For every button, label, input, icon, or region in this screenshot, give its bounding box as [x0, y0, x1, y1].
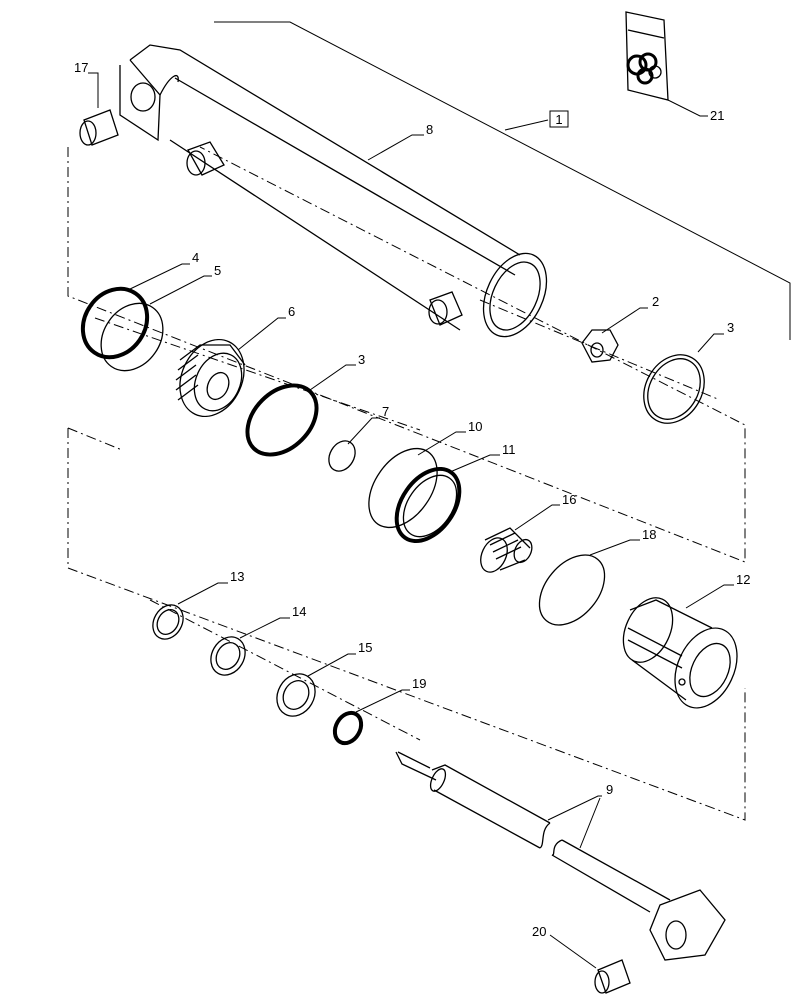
- callout-17: 17: [74, 60, 88, 75]
- axis-line-rod: [149, 599, 421, 741]
- assembly-bracket: [214, 21, 791, 340]
- cylinder-barrel: [119, 44, 548, 338]
- callout-8: 8: [426, 122, 433, 137]
- callout-10: 10: [468, 419, 482, 434]
- seal-14: [210, 636, 246, 676]
- o-ring-3-left: [245, 383, 319, 457]
- callout-11: 11: [502, 442, 516, 457]
- piston: [175, 338, 246, 418]
- o-ring-3-right-inner: [647, 358, 701, 420]
- callout-2: 2: [652, 294, 659, 309]
- o-ring-3-right: [643, 354, 705, 424]
- wiper-13-inner: [156, 609, 180, 635]
- seal-15-inner: [282, 680, 310, 710]
- bushing-17: [79, 109, 119, 146]
- callout-4: 4: [192, 250, 199, 265]
- callout-18: 18: [642, 527, 656, 542]
- callout-20: 20: [532, 924, 546, 939]
- bushing-20: [594, 959, 631, 994]
- leader-lines: [88, 72, 734, 969]
- seal-14-inner: [215, 642, 241, 670]
- backup-ring-5: [100, 302, 164, 372]
- callout-15: 15: [358, 640, 372, 655]
- seal-ring-4: [80, 286, 150, 360]
- wear-ring-10: [368, 447, 438, 529]
- exploded-frame-lower: [67, 428, 746, 821]
- callout-21: 21: [710, 108, 724, 123]
- callout-3-left: 3: [358, 352, 365, 367]
- seal-15: [276, 673, 316, 717]
- exploded-frame-upper: [67, 146, 746, 563]
- piston-rod: [395, 751, 726, 961]
- axis-line-barrel: [94, 299, 721, 431]
- callout-12: 12: [736, 572, 750, 587]
- callout-5: 5: [214, 263, 221, 278]
- seal-11: [394, 466, 462, 544]
- callout-6: 6: [288, 304, 295, 319]
- snap-ring-19: [332, 710, 364, 746]
- wiper-13: [152, 604, 184, 640]
- callout-16: 16: [562, 492, 576, 507]
- callout-3-right: 3: [727, 320, 734, 335]
- callout-14: 14: [292, 604, 306, 619]
- spacer-16: [480, 527, 533, 573]
- seal-11-inner: [402, 474, 458, 538]
- callout-labels: 1 2 3 3 4 5 6 7 8 9 10 11 12 13 14 15 16…: [74, 60, 750, 939]
- assembly-callout-box: [549, 110, 569, 128]
- callout-7: 7: [382, 404, 389, 419]
- callout-1: 1: [555, 112, 562, 127]
- o-ring-18: [538, 554, 606, 626]
- callout-13: 13: [230, 569, 244, 584]
- nut: [581, 329, 619, 363]
- callout-9: 9: [606, 782, 613, 797]
- o-ring-7: [328, 440, 356, 472]
- gland: [622, 597, 738, 709]
- seal-kit-bag: [625, 11, 669, 101]
- callout-19: 19: [412, 676, 426, 691]
